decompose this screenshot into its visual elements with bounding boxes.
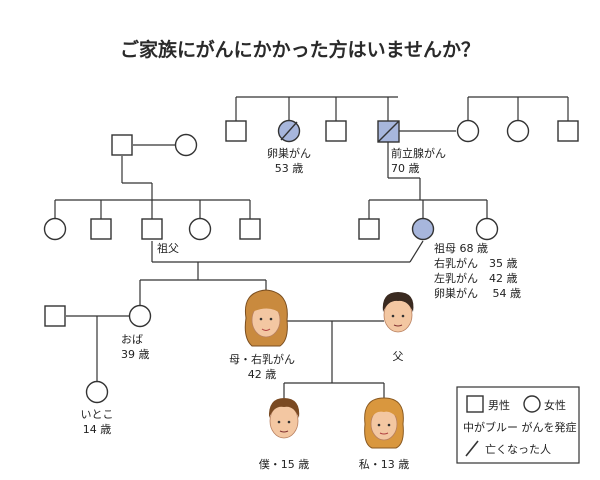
great-grandfather-square <box>111 134 133 156</box>
legend-blue-meaning: 中がブルー がんを発症 <box>463 420 577 434</box>
great-uncle-2-square <box>325 120 347 142</box>
great-grandmother-circle <box>456 119 480 143</box>
father-label-line: 父 <box>393 350 404 363</box>
legend: 男性 女性 中がブルー がんを発症 亡くなった人 <box>456 386 580 464</box>
legend-male-label: 男性 <box>488 398 510 412</box>
great-aunt-circle <box>506 119 530 143</box>
legend-deceased-label: 亡くなった人 <box>485 442 551 456</box>
me-label-line: 僕・15 歳 <box>259 458 310 471</box>
legend-circle-icon <box>523 395 541 413</box>
aunt-circle <box>128 304 152 328</box>
father-face-icon <box>382 292 414 333</box>
great-uncle-3-square <box>557 120 579 142</box>
grand-aunt-3-circle <box>475 217 499 241</box>
grandmother-label-line: 祖母 68 歳 <box>434 241 488 255</box>
grandmother-label-line: 左乳がん 42 歳 <box>434 271 518 285</box>
grand-uncle-2-square <box>239 218 261 240</box>
sister-label-line: 私・13 歳 <box>359 458 410 471</box>
grandmother-label-line: 卵巣がん 54 歳 <box>434 286 521 300</box>
great-uncle-1-square <box>225 120 247 142</box>
grand-uncle-3-square <box>358 218 380 240</box>
grand-aunt-2-circle <box>188 217 212 241</box>
legend-square-icon <box>466 395 484 413</box>
page-title: ご家族にがんにかかった方はいませんか？ <box>120 38 480 61</box>
maternal-grandmother-label-line: 卵巣がん <box>267 146 311 160</box>
aunt-husband-square <box>44 305 66 327</box>
grandmother-label-line: 右乳がん 35 歳 <box>434 256 518 270</box>
grandfather-square <box>141 218 163 240</box>
aunt-label-line: おば <box>121 333 143 346</box>
pedigree-lines <box>54 96 569 398</box>
deceased-slash <box>377 120 400 143</box>
grandmother-circle <box>411 217 435 241</box>
aunt-label-line: 39 歳 <box>121 348 150 361</box>
cousin-circle <box>85 380 109 404</box>
grand-aunt-1-circle <box>43 217 67 241</box>
cousin-label-line: 14 歳 <box>83 423 112 436</box>
mother-face-icon <box>244 289 288 347</box>
cousin-label-line: いとこ <box>81 408 114 421</box>
grand-uncle-1-square <box>90 218 112 240</box>
maternal-grandfather-label-line: 70 歳 <box>391 162 420 175</box>
maternal-grandfather-label-line: 前立腺がん <box>391 146 446 160</box>
legend-slash-icon <box>465 440 479 457</box>
mother-label-line: 42 歳 <box>248 368 277 381</box>
great-grandmother-2-circle <box>174 133 198 157</box>
maternal-grandmother-label-line: 53 歳 <box>275 162 304 175</box>
me-face-icon <box>268 398 300 439</box>
legend-female-label: 女性 <box>544 398 566 412</box>
grandfather-label-line: 祖父 <box>157 241 179 255</box>
sister-face-icon <box>364 397 404 449</box>
mother-label-line: 母・右乳がん <box>229 352 295 366</box>
deceased-slash <box>280 121 298 141</box>
